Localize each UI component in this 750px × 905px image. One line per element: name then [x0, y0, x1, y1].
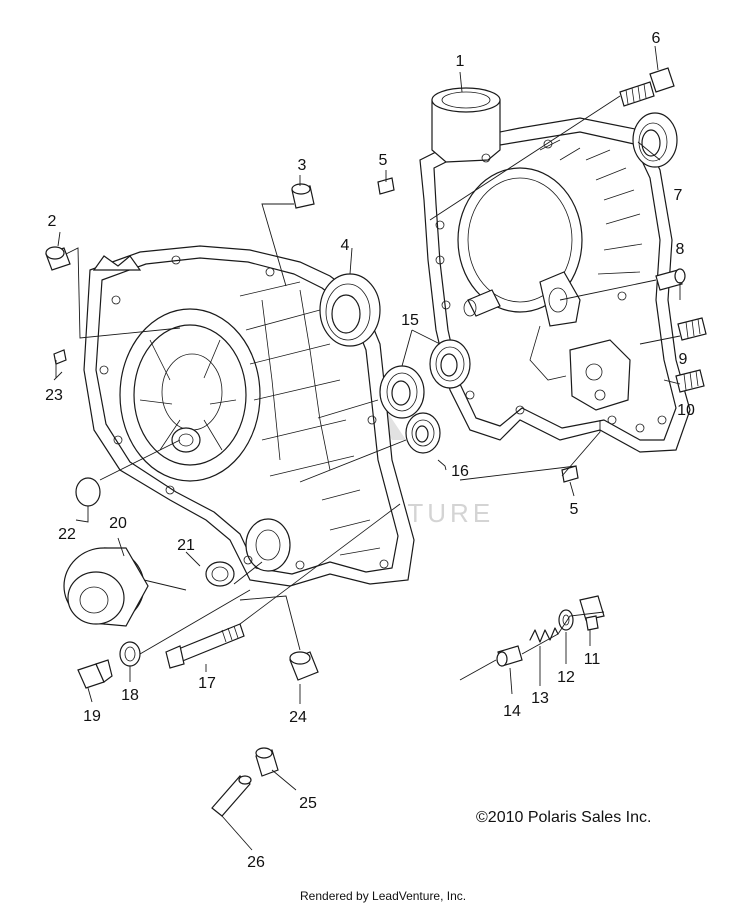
callout-9: 9 — [679, 351, 688, 368]
part-19-drain-plug — [77, 659, 113, 689]
callout-4: 4 — [341, 237, 350, 254]
part-8-plug — [655, 268, 686, 291]
part-17-bolt — [165, 623, 245, 669]
part-24-sleeve — [289, 651, 319, 681]
callout-19: 19 — [83, 708, 101, 725]
part-13-spring — [529, 627, 559, 643]
part-14-valve — [496, 645, 523, 667]
callout-1: 1 — [456, 53, 465, 70]
part-20-pulley — [63, 547, 149, 627]
callout-2: 2 — [48, 213, 57, 230]
callout-20: 20 — [109, 515, 127, 532]
footer-text: Rendered by LeadVenture, Inc. — [300, 889, 466, 903]
part-23-pin — [53, 349, 67, 365]
part-25-sleeve — [255, 747, 279, 777]
part-10-fitting — [675, 369, 705, 393]
callout-22: 22 — [58, 526, 76, 543]
callout-15: 15 — [401, 312, 419, 329]
callout-17: 17 — [198, 675, 216, 692]
callout-5-lower: 5 — [570, 501, 579, 518]
part-15-bearing-pair — [379, 339, 471, 419]
leader-lines — [53, 45, 681, 851]
part-22-plug — [75, 477, 101, 507]
callout-24: 24 — [289, 709, 307, 726]
callout-18: 18 — [121, 687, 139, 704]
callout-11: 11 — [584, 651, 601, 668]
callout-5-upper: 5 — [379, 152, 388, 169]
copyright-text: ©2010 Polaris Sales Inc. — [476, 809, 651, 826]
part-3-bushing — [291, 183, 315, 209]
part-5-dowel-pin-lower — [561, 465, 579, 483]
callout-10: 10 — [677, 402, 695, 419]
part-6-bolt — [619, 67, 675, 107]
callout-8: 8 — [676, 241, 685, 258]
part-16-bearing — [405, 412, 441, 454]
callout-3: 3 — [298, 157, 307, 174]
callout-13: 13 — [531, 690, 549, 707]
part-26-tube — [211, 775, 252, 817]
callout-6: 6 — [652, 30, 661, 47]
part-5-dowel-pin-upper — [377, 177, 395, 195]
part-7-seal — [632, 112, 678, 168]
callout-16: 16 — [451, 463, 469, 480]
part-18-washer — [119, 641, 141, 667]
callout-14: 14 — [503, 703, 521, 720]
crankcase-right-half — [419, 87, 691, 453]
part-9-fitting — [677, 317, 707, 341]
callout-21: 21 — [177, 537, 195, 554]
callout-23: 23 — [45, 387, 63, 404]
part-21-seal — [205, 561, 235, 587]
part-4-bearing — [319, 273, 381, 347]
callout-25: 25 — [299, 795, 317, 812]
part-2-bushing — [45, 246, 71, 271]
callout-7: 7 — [674, 187, 683, 204]
callout-12: 12 — [557, 669, 575, 686]
callout-26: 26 — [247, 854, 265, 871]
callout-labels: 1 2 3 4 5 5 6 7 8 9 10 11 12 13 14 15 16… — [45, 30, 695, 871]
part-12-washer — [558, 609, 574, 631]
